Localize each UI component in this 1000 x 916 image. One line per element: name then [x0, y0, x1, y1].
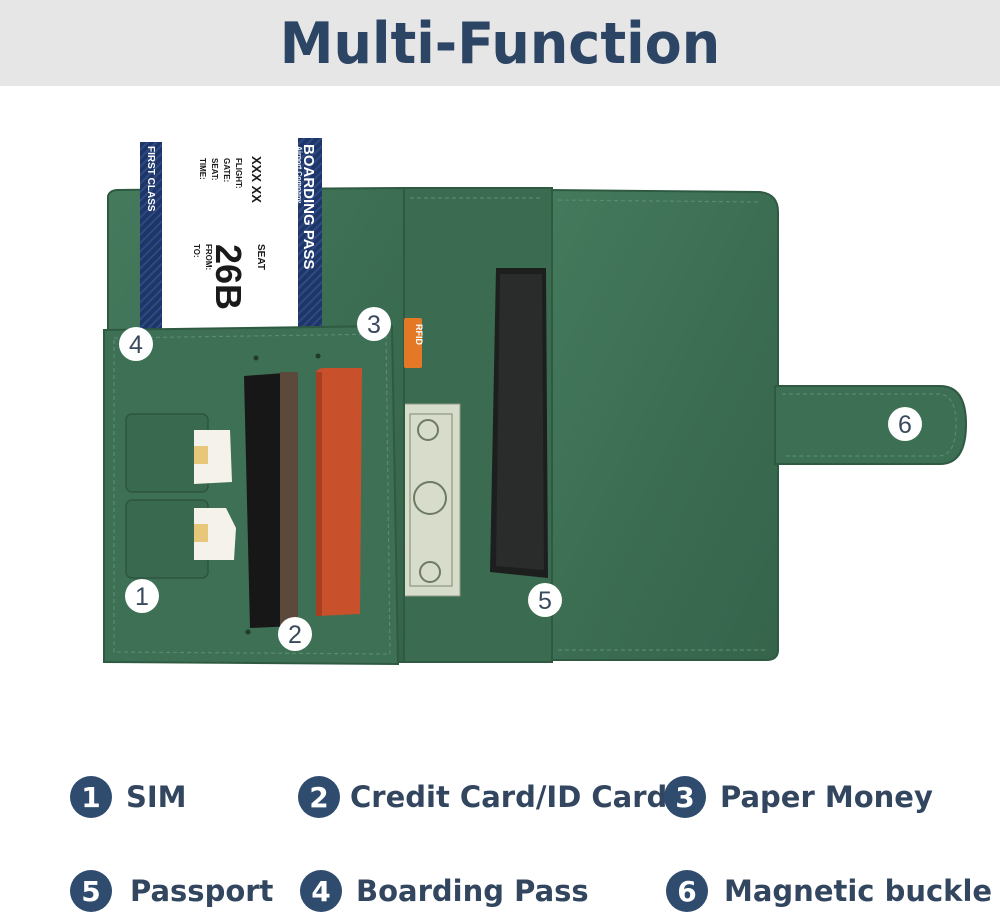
bubble-5: 5 — [528, 583, 562, 617]
ticket-field-time: TIME: — [198, 158, 207, 180]
bubble-4-label: 4 — [129, 331, 143, 359]
page-title: Multi-Function — [279, 9, 721, 77]
bubble-2: 2 — [278, 617, 312, 651]
bubble-3-label: 3 — [367, 311, 381, 339]
legend-item-boarding-pass: 4 Boarding Pass — [300, 868, 589, 914]
sim-slots — [125, 413, 236, 579]
bubble-6-label: 6 — [898, 411, 912, 439]
bubble-3: 3 — [357, 307, 391, 341]
legend-item-credit-card: 2 Credit Card/ID Card — [298, 774, 667, 820]
rfid-tag: RFID — [404, 318, 424, 368]
ticket-field-flight: FLIGHT: — [234, 158, 243, 189]
legend-number: 6 — [666, 870, 708, 912]
legend-item-sim: 1 SIM — [70, 774, 187, 820]
feature-legend: 1 SIM 2 Credit Card/ID Card 3 Paper Mone… — [0, 760, 1000, 916]
boarding-pass: FIRST CLASS BOARDING PASS Airport Compan… — [140, 138, 322, 330]
legend-number: 2 — [298, 776, 340, 818]
bubble-4: 4 — [119, 327, 153, 361]
ticket-flight-code: XXX XX — [249, 156, 264, 203]
ticket-brand-sub: Airport Company — [295, 146, 302, 203]
bubble-5-label: 5 — [538, 587, 552, 615]
legend-number: 5 — [70, 870, 112, 912]
legend-label: SIM — [126, 780, 187, 814]
wallet-photo: FIRST CLASS BOARDING PASS Airport Compan… — [103, 138, 968, 666]
ticket-seat: 26B — [208, 244, 249, 310]
legend-item-passport: 5 Passport — [70, 868, 273, 914]
legend-label: Boarding Pass — [356, 874, 589, 908]
legend-number: 3 — [664, 776, 706, 818]
passport-slot — [490, 268, 548, 578]
legend-label: Paper Money — [720, 780, 933, 814]
ticket-from-label: FROM: — [204, 244, 213, 270]
ticket-seat-label: SEAT — [255, 244, 266, 270]
title-banner: Multi-Function — [0, 0, 1000, 86]
legend-number: 1 — [70, 776, 112, 818]
legend-label: Credit Card/ID Card — [350, 780, 668, 814]
bubble-1: 1 — [125, 579, 159, 613]
ticket-to-label: TO: — [192, 244, 201, 258]
ticket-field-gate: GATE: — [222, 158, 231, 182]
ticket-field-seat: SEAT: — [210, 158, 219, 181]
legend-item-paper-money: 3 Paper Money — [664, 774, 933, 820]
paper-money — [403, 403, 461, 597]
cards — [244, 368, 362, 628]
legend-number: 4 — [300, 870, 342, 912]
ticket-brand: BOARDING PASS — [300, 144, 317, 270]
bubble-1-label: 1 — [135, 583, 149, 611]
bubble-2-label: 2 — [288, 621, 302, 649]
rfid-tag-text: RFID — [414, 324, 424, 345]
right-cover — [547, 188, 968, 661]
bubble-6: 6 — [888, 407, 922, 441]
legend-label: Passport — [130, 874, 274, 908]
legend-item-magnetic-buckle: 6 Magnetic buckle — [666, 868, 992, 914]
legend-label: Magnetic buckle — [724, 874, 993, 908]
ticket-class-label: FIRST CLASS — [145, 146, 156, 212]
